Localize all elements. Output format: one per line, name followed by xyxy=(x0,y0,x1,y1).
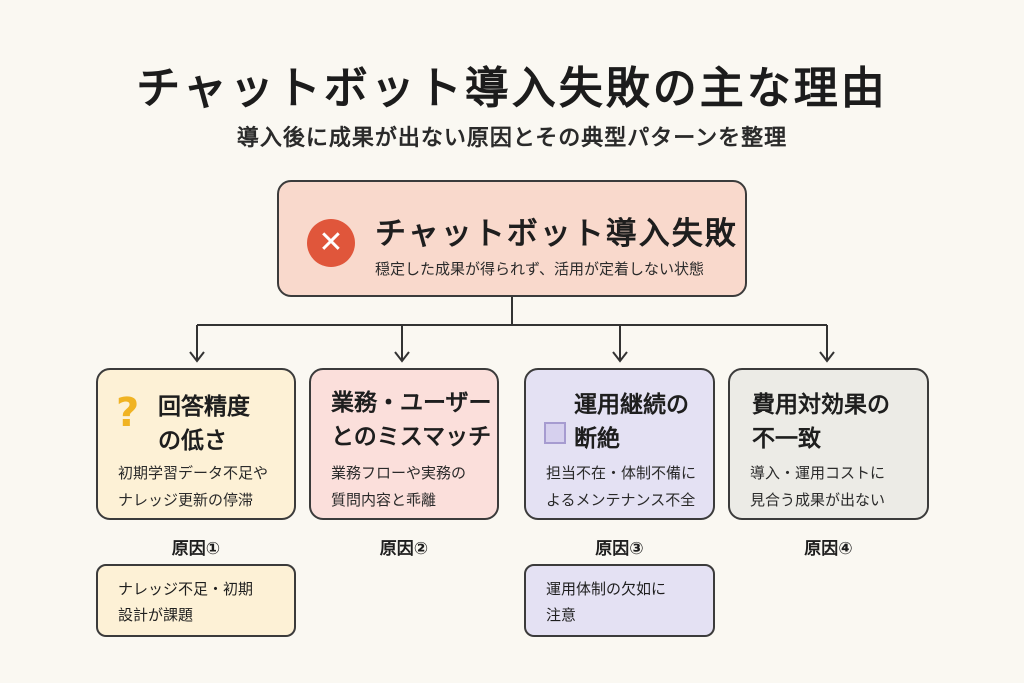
cause-1-note: ナレッジ不足・初期 設計が課題 xyxy=(96,564,296,637)
cause-4-description: 導入・運用コストに 見合う成果が出ない xyxy=(750,464,886,509)
cause-3-description: 担当不在・体制不備に よるメンテナンス不全 xyxy=(546,464,697,509)
cause-4-label: 原因④ xyxy=(804,539,853,559)
page-title: チャットボット導入失敗の主な理由 xyxy=(136,63,888,114)
root-description: 穏定した成果が得られず、活用が定着しない状態 xyxy=(375,260,704,278)
cause-2-label: 原因② xyxy=(379,539,429,559)
cause-3-label: 原因③ xyxy=(595,539,644,559)
arrow-4-head xyxy=(819,351,835,363)
arrow-3-head xyxy=(612,351,628,363)
cause-card-1: ? 回答精度 の低さ 初期学習データ不足や ナレッジ更新の停滞 xyxy=(96,368,296,520)
cause-3-title: 運用継続の 断絶 xyxy=(574,392,689,452)
arrow-1-head xyxy=(189,351,205,363)
cause-2-title: 業務・ユーザー とのミスマッチ xyxy=(331,390,492,450)
cause-card-4: 費用対効果の 不一致 導入・運用コストに 見合う成果が出ない xyxy=(728,368,929,520)
close-icon: ✕ xyxy=(307,219,355,267)
page-subtitle: 導入後に成果が出ない原因とその典型パターンを整理 xyxy=(236,126,788,151)
cause-1-title: 回答精度 の低さ xyxy=(158,394,250,454)
cause-1-description: 初期学習データ不足や ナレッジ更新の停滞 xyxy=(118,464,269,509)
cause-2-description: 業務フローや実務の 質問内容と乖離 xyxy=(331,464,467,509)
square-icon xyxy=(544,422,566,444)
cause-3-note: 運用体制の欠如に 注意 xyxy=(524,564,715,637)
cause-card-3: 運用継続の 断絶 担当不在・体制不備に よるメンテナンス不全 xyxy=(524,368,715,520)
cause-4-title: 費用対効果の 不一致 xyxy=(752,392,890,452)
root-node: ✕ チャットボット導入失敗 穏定した成果が得られず、活用が定着しない状態 xyxy=(277,180,747,297)
arrow-2-head xyxy=(394,351,410,363)
cause-1-label: 原因① xyxy=(171,539,221,559)
root-title: チャットボット導入失敗 xyxy=(375,216,738,252)
cause-card-2: 業務・ユーザー とのミスマッチ 業務フローや実務の 質問内容と乖離 xyxy=(309,368,499,520)
question-icon: ? xyxy=(116,390,140,436)
